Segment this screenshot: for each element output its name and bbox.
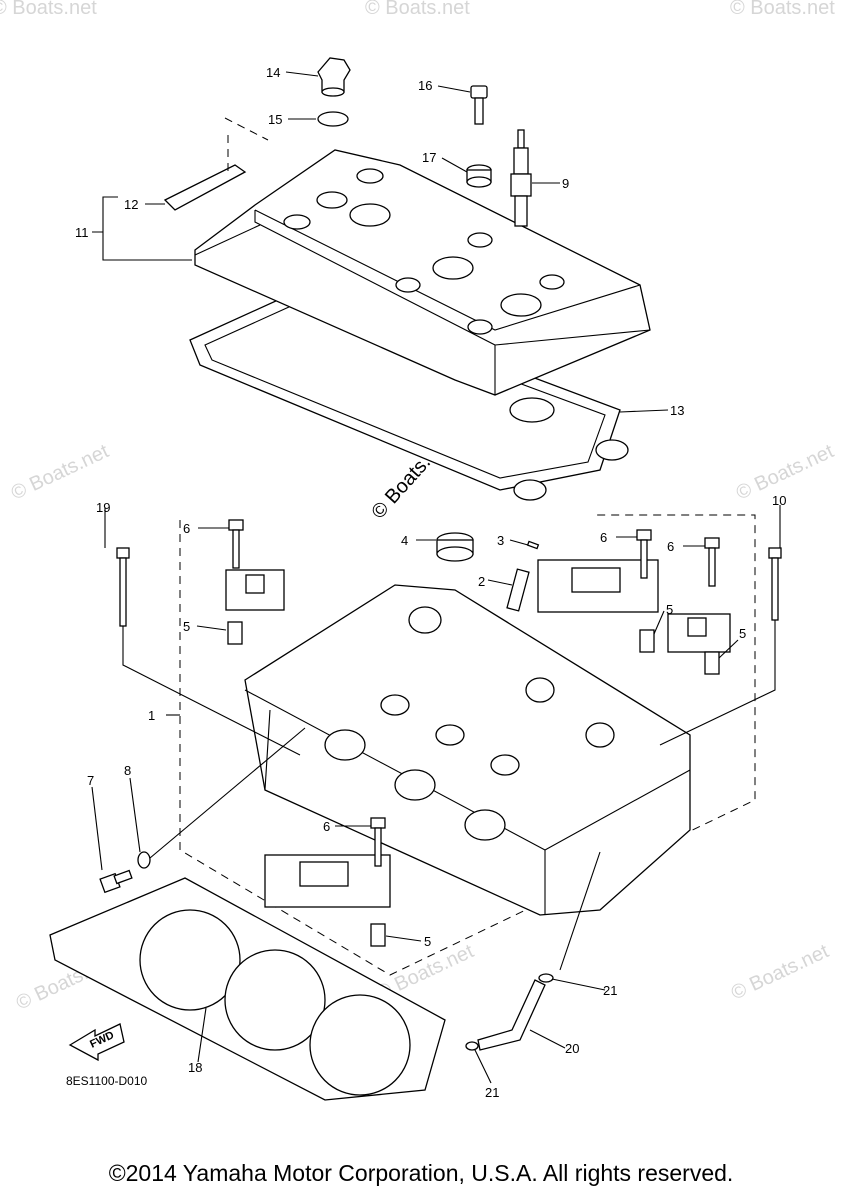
cover-bolt — [470, 85, 488, 125]
plug-hole — [432, 256, 474, 280]
cam-journal — [408, 606, 442, 634]
callout-5: 5 — [424, 934, 431, 949]
watermark: © Boats.net — [8, 440, 113, 504]
callout-8: 8 — [124, 763, 131, 778]
watermark: © Boats.net — [728, 940, 833, 1004]
callout-18: 18 — [188, 1060, 202, 1075]
plug-well — [435, 724, 465, 746]
cam-journal — [585, 722, 615, 748]
watermark: © Boats.net — [730, 0, 835, 19]
callout-16: 16 — [418, 78, 432, 93]
cylinder-head-gasket — [49, 877, 446, 1101]
gasket-plug-hole — [513, 479, 547, 501]
spark-plug — [510, 129, 532, 227]
oil-filler-boss — [316, 191, 348, 209]
callout-21: 21 — [603, 983, 617, 998]
cover-boss — [467, 319, 493, 335]
reference-code: 8ES1100-D010 — [66, 1074, 147, 1088]
camshaft-cap — [225, 569, 285, 611]
cylinder-head-assembly — [179, 514, 756, 976]
dowel-pin — [227, 621, 243, 645]
head-stud-bolt — [768, 547, 782, 621]
cylinder-head — [244, 584, 691, 916]
cap-bolt — [704, 537, 720, 587]
oil-filler-cap — [317, 57, 351, 97]
plug-hole — [349, 203, 391, 227]
callout-5: 5 — [666, 602, 673, 617]
callout-6: 6 — [323, 819, 330, 834]
callout-3: 3 — [497, 533, 504, 548]
cover-boss — [283, 214, 311, 230]
oil-pipe — [506, 568, 530, 612]
cover-bracket — [163, 164, 247, 211]
cover-boss — [539, 274, 565, 290]
plug-grommet — [436, 532, 474, 562]
breather-hose — [477, 979, 546, 1051]
cam-journal — [525, 677, 555, 703]
callout-15: 15 — [268, 112, 282, 127]
watermark: © Boats.net — [0, 0, 97, 19]
callout-19: 19 — [96, 500, 110, 515]
plug-well — [490, 754, 520, 776]
watermarks: © Boats.net © Boats.net © Boats.net © Bo… — [0, 0, 837, 1015]
callout-21: 21 — [485, 1085, 499, 1100]
watermark: © Boats.net — [365, 0, 470, 19]
cover-boss — [395, 277, 421, 293]
callout-10: 10 — [772, 493, 786, 508]
cover-grommet — [466, 164, 492, 188]
callouts: 1 2 3 4 5 5 5 5 6 6 6 6 7 8 9 10 11 12 1… — [75, 65, 786, 1100]
washer — [137, 851, 151, 869]
o-ring — [317, 111, 349, 127]
dowel-pin — [639, 629, 655, 653]
plug-bolt — [99, 869, 133, 894]
callout-2: 2 — [478, 574, 485, 589]
callout-6: 6 — [600, 530, 607, 545]
intake-port — [464, 809, 506, 841]
callout-5: 5 — [739, 626, 746, 641]
cylinder-head-cover — [194, 149, 651, 396]
gasket-plug-hole — [595, 439, 629, 461]
leader-lines — [91, 71, 781, 1084]
cap-bolt — [370, 817, 386, 867]
plug-hole — [500, 293, 542, 317]
hose-clamp — [538, 973, 554, 983]
callout-9: 9 — [562, 176, 569, 191]
gasket-plug-hole — [509, 397, 555, 423]
intake-port — [394, 769, 436, 801]
callout-6: 6 — [183, 521, 190, 536]
callout-5: 5 — [183, 619, 190, 634]
cover-boss — [467, 232, 493, 248]
callout-20: 20 — [565, 1041, 579, 1056]
intake-port — [324, 729, 366, 761]
callout-11: 11 — [75, 225, 89, 240]
camshaft-cap — [264, 854, 391, 908]
callout-13: 13 — [670, 403, 684, 418]
parts-diagram: © Boats.net © Boats.net © Boats.net © Bo… — [0, 0, 837, 1101]
copyright-notice: ©2014 Yamaha Motor Corporation, U.S.A. A… — [108, 1160, 734, 1186]
head-stud-bolt — [116, 547, 130, 627]
cylinder-head-cover-assembly — [163, 117, 651, 501]
fwd-arrow-icon: FWD — [68, 1023, 125, 1062]
callout-17: 17 — [422, 150, 436, 165]
cap-bolt — [636, 529, 652, 579]
dowel-pin — [370, 923, 386, 947]
plug-well — [380, 694, 410, 716]
hose-clamp — [465, 1041, 479, 1051]
pipe-clip — [526, 540, 540, 550]
callout-1: 1 — [148, 708, 155, 723]
callout-7: 7 — [87, 773, 94, 788]
callout-14: 14 — [266, 65, 280, 80]
camshaft-cap — [667, 613, 731, 653]
dowel-pin — [704, 651, 720, 675]
camshaft-cap — [537, 559, 659, 613]
cap-bolt — [228, 519, 244, 569]
callout-6: 6 — [667, 539, 674, 554]
callout-4: 4 — [401, 533, 408, 548]
cover-boss — [356, 168, 384, 184]
callout-12: 12 — [124, 197, 138, 212]
